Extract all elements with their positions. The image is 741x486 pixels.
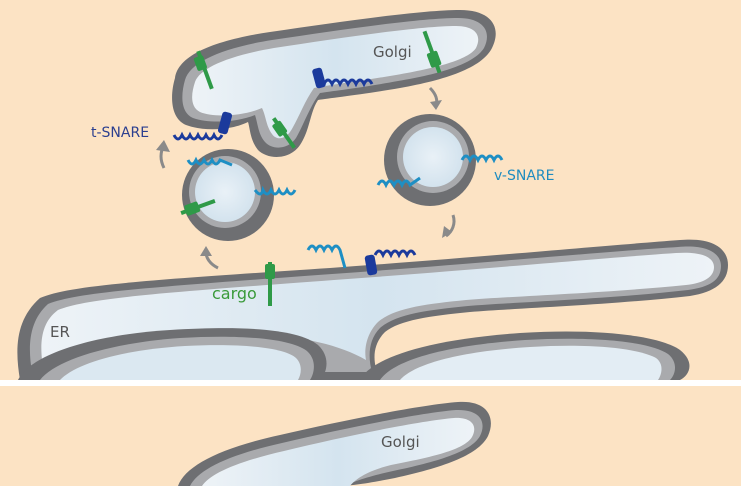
transport-arrow [200,246,219,270]
v-snare-protein [376,176,421,189]
golgi-membrane-bottom [178,401,491,486]
cargo-protein [193,50,214,90]
cargo-protein [272,117,296,149]
t-snare-protein [172,111,233,141]
cargo-protein [180,198,216,216]
golgi-label-top: Golgi [373,43,412,61]
panel-divider [0,380,741,386]
cargo-protein [422,30,442,74]
v-snare-label: v-SNARE [494,168,554,184]
er-label: ER [50,323,70,341]
er-membrane [17,239,729,380]
v-snare-protein [186,156,233,167]
v-snare-protein [306,244,347,269]
t-snare-protein [364,249,417,276]
vesicle-left [182,149,274,241]
v-snare-protein [460,154,504,164]
transport-arrow [442,214,456,238]
golgi-label-bottom: Golgi [381,433,420,451]
transport-arrow [156,140,170,169]
t-snare-protein [312,67,374,89]
transport-arrow [428,86,442,110]
cargo-protein [265,262,275,306]
v-snare-protein [253,185,297,196]
t-snare-label: t-SNARE [91,125,149,141]
cargo-label: cargo [212,284,257,303]
